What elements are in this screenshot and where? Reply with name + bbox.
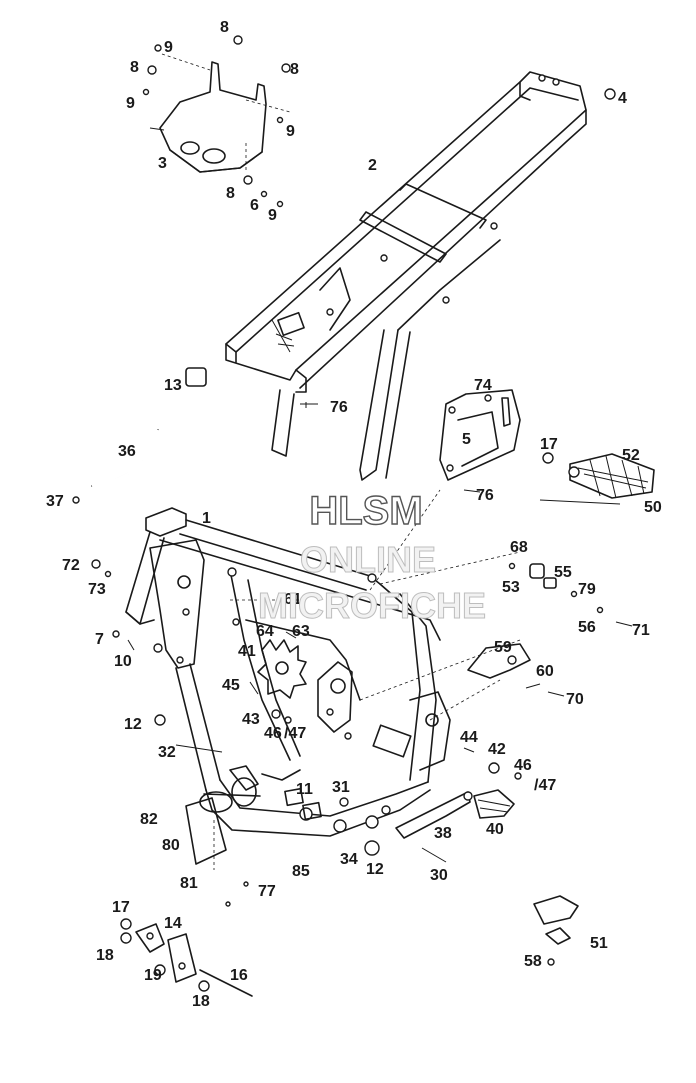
callout-52: 52 (622, 447, 640, 464)
watermark-line-2: ONLINE (300, 539, 436, 580)
callout-50: 50 (644, 499, 662, 516)
callout-79: 79 (578, 581, 596, 598)
callout-9c: 9 (286, 123, 295, 140)
callout-6: 6 (250, 197, 259, 214)
callout-77: 77 (258, 883, 276, 900)
callout-9a: 9 (164, 39, 173, 56)
main-frame (125, 507, 451, 856)
callout-73: 73 (88, 581, 106, 598)
callout-17a: 17 (540, 436, 558, 453)
callout-71: 71 (632, 622, 650, 639)
callout-37: 37 (46, 493, 64, 510)
part-callouts: 1 2 3 4 5 6 7 8 8 8 8 9 9 9 9 10 11 12 1… (46, 19, 662, 1010)
callout-41: 41 (238, 643, 256, 660)
callout-8c: 8 (290, 61, 299, 78)
callout-17b: 17 (112, 899, 130, 916)
callout-76b: 76 (476, 487, 494, 504)
small-hardware (72, 35, 633, 907)
callout-7: 7 (95, 631, 104, 648)
callout-12b: 12 (366, 861, 384, 878)
callout-11: 11 (296, 781, 313, 798)
callout-38: 38 (434, 825, 452, 842)
skid-plate (149, 61, 267, 173)
callout-46b: 46 (514, 757, 532, 774)
callout-4: 4 (618, 90, 627, 107)
callout-61: 61 (284, 591, 302, 608)
callout-5: 5 (462, 431, 471, 448)
callout-51: 51 (590, 935, 608, 952)
callout-8d: 8 (226, 185, 235, 202)
watermark-line-1: HLSM (309, 489, 422, 533)
watermark: HLSM ONLINE MICROFICHE (258, 488, 487, 626)
callout-47b: /47 (534, 777, 556, 794)
callout-16: 16 (230, 967, 248, 984)
chain-slider (467, 643, 531, 679)
callout-76a: 76 (330, 399, 348, 416)
footpeg-rubber (533, 895, 579, 966)
callout-1: 1 (202, 510, 211, 527)
callout-19: 19 (144, 967, 162, 984)
callout-9b: 9 (126, 95, 135, 112)
callout-81: 81 (180, 875, 198, 892)
chain-guide-sprocket (257, 639, 307, 699)
callout-30: 30 (430, 867, 448, 884)
callout-10: 10 (114, 653, 132, 670)
callout-34: 34 (340, 851, 358, 868)
footpeg (539, 453, 655, 505)
callout-45: 45 (222, 677, 240, 694)
heel-guard (439, 389, 521, 481)
callout-12a: 12 (124, 716, 142, 733)
callout-31: 31 (332, 779, 350, 796)
callout-59: 59 (494, 639, 512, 656)
callout-43: 43 (242, 711, 260, 728)
callout-74: 74 (474, 377, 492, 394)
callout-44: 44 (460, 729, 478, 746)
callout-58: 58 (524, 953, 542, 970)
callout-60: 60 (536, 663, 554, 680)
vent-hose (91, 429, 160, 488)
callout-46a: 46 (264, 725, 282, 742)
callout-3: 3 (158, 155, 167, 172)
callout-70: 70 (566, 691, 584, 708)
callout-85: 85 (292, 863, 310, 880)
callout-8a: 8 (220, 19, 229, 36)
callout-9d: 9 (268, 207, 277, 224)
callout-63: 63 (292, 623, 310, 640)
callout-68: 68 (510, 539, 528, 556)
callout-55: 55 (554, 564, 572, 581)
brake-pedal (395, 789, 515, 839)
callout-72: 72 (62, 557, 80, 574)
callout-32: 32 (158, 744, 176, 761)
callout-82: 82 (140, 811, 158, 828)
callout-53: 53 (502, 579, 520, 596)
callout-13: 13 (164, 377, 182, 394)
callout-18b: 18 (192, 993, 210, 1010)
watermark-line-3: MICROFICHE (258, 585, 486, 626)
callout-40: 40 (486, 821, 504, 838)
callout-36: 36 (118, 443, 136, 460)
callout-80: 80 (162, 837, 180, 854)
callout-14: 14 (164, 915, 182, 932)
callout-8b: 8 (130, 59, 139, 76)
callout-2: 2 (368, 157, 377, 174)
callout-56: 56 (578, 619, 596, 636)
callout-47a: /47 (284, 725, 306, 742)
engine-mount-bracket (120, 918, 253, 997)
leader-lines (161, 53, 521, 870)
callout-42: 42 (488, 741, 506, 758)
subframe (225, 71, 587, 481)
callout-64: 64 (256, 623, 274, 640)
callout-18a: 18 (96, 947, 114, 964)
